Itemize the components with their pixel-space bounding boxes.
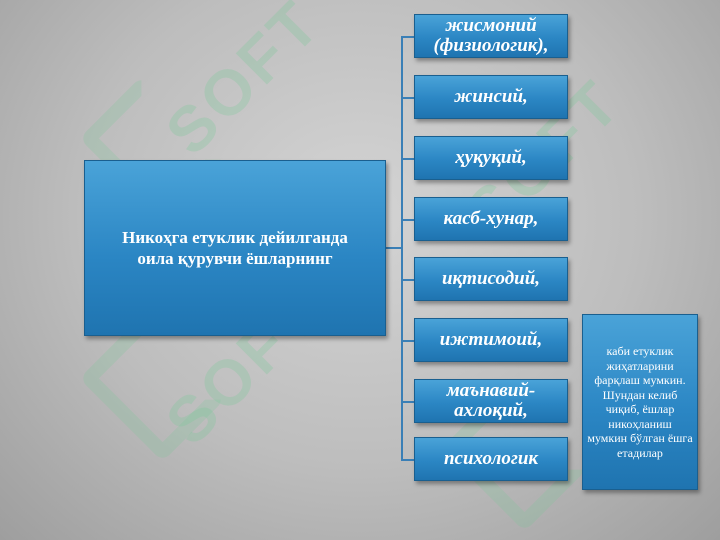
category-box: жинсий, [414,75,568,119]
watermark-logo [79,316,225,462]
category-label: касб-хунар, [443,208,539,229]
connector-main [386,247,402,249]
note-text: каби етуклик жиҳатларини фарқлаш мумкин.… [587,344,693,460]
category-box: ҳуқуқий, [414,136,568,180]
category-box: психологик [414,437,568,481]
connector-branch [401,158,415,160]
category-box: жисмоний (физиологик), [414,14,568,58]
connector-branch [401,279,415,281]
category-label: ижтимоий, [439,329,543,350]
main-concept-line-2: оила қурувчи ёшларнинг [137,249,333,268]
watermark-text: SOFT [151,0,335,169]
main-concept-box: Никоҳга етуклик дейилганда оила қурувчи … [84,160,386,336]
connector-branch [401,219,415,221]
connector-branch [401,36,415,38]
connector-branch [401,459,415,461]
main-concept-line-1: Никоҳга етуклик дейилганда [122,228,348,247]
category-box: ижтимоий, [414,318,568,362]
connector-trunk [401,36,403,460]
connector-branch [401,401,415,403]
category-label: ҳуқуқий, [455,147,527,168]
category-box: иқтисодий, [414,257,568,301]
category-box: касб-хунар, [414,197,568,241]
category-label: жисмоний (физиологик), [433,15,549,56]
category-label: психологик [443,448,539,469]
category-label: маънавий-ахлоқий, [446,380,536,421]
category-label: жинсий, [454,86,528,107]
connector-branch [401,97,415,99]
note-box: каби етуклик жиҳатларини фарқлаш мумкин.… [582,314,698,490]
connector-branch [401,340,415,342]
category-label: иқтисодий, [441,268,541,289]
category-box: маънавий-ахлоқий, [414,379,568,423]
